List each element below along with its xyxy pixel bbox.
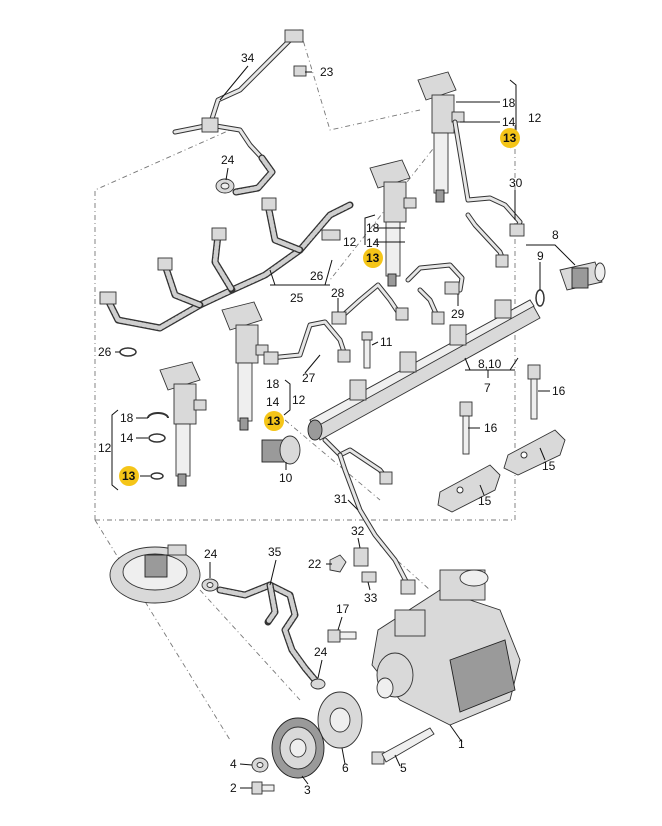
label-23[interactable]: 23 — [320, 65, 334, 79]
label-18-left[interactable]: 18 — [120, 411, 134, 425]
label-1[interactable]: 1 — [458, 737, 465, 751]
label-11[interactable]: 11 — [380, 335, 393, 349]
label-4[interactable]: 4 — [230, 757, 237, 771]
label-10[interactable]: 10 — [279, 471, 293, 485]
label-9[interactable]: 9 — [537, 249, 544, 263]
nut-22[interactable] — [329, 554, 347, 573]
label-16-lower[interactable]: 16 — [484, 421, 498, 435]
assembly-boundary-lines — [94, 29, 516, 741]
bolt-2[interactable] — [251, 781, 275, 795]
pressure-sensor-8[interactable] — [559, 261, 606, 291]
label-31[interactable]: 31 — [334, 492, 348, 506]
label-13-left[interactable]: 13 — [122, 469, 136, 483]
label-12-top-right[interactable]: 12 — [528, 111, 542, 125]
label-30[interactable]: 30 — [509, 176, 523, 190]
label-13-top-right[interactable]: 13 — [503, 131, 517, 145]
label-8[interactable]: 8 — [552, 228, 559, 242]
bolt-17[interactable] — [327, 629, 357, 643]
label-12-middle[interactable]: 12 — [292, 393, 306, 407]
label-18-center[interactable]: 18 — [366, 221, 380, 235]
high-pressure-pump-1[interactable] — [371, 569, 521, 726]
label-25[interactable]: 25 — [290, 291, 304, 305]
injector-pipe-30[interactable] — [452, 119, 525, 268]
clamp-23[interactable] — [293, 65, 307, 77]
label-14-middle[interactable]: 14 — [266, 395, 280, 409]
label-26-lower[interactable]: 26 — [98, 345, 112, 359]
nut-4[interactable] — [251, 757, 269, 773]
label-15-lower[interactable]: 15 — [478, 494, 492, 508]
label-18-middle[interactable]: 18 — [266, 377, 280, 391]
label-34[interactable]: 34 — [241, 51, 255, 65]
label-33[interactable]: 33 — [364, 591, 378, 605]
o-ring-14-left[interactable] — [148, 433, 166, 443]
bolt-16-lower[interactable] — [459, 401, 473, 455]
injector-pipe-28[interactable] — [331, 282, 409, 325]
flange-6[interactable] — [317, 691, 363, 749]
sprocket-3[interactable] — [271, 717, 325, 779]
injector-top-right[interactable] — [417, 71, 465, 203]
fuel-sender-module[interactable] — [109, 544, 201, 604]
bracket-15-right[interactable] — [503, 429, 566, 476]
label-7[interactable]: 7 — [484, 381, 491, 395]
pressure-valve-10[interactable] — [261, 435, 301, 465]
bracket-15-lower[interactable] — [437, 464, 501, 513]
label-28[interactable]: 28 — [331, 286, 345, 300]
seal-13-left[interactable] — [150, 472, 164, 480]
label-8-10[interactable]: 8,10 — [478, 357, 502, 371]
high-pressure-pipe-31[interactable] — [322, 437, 416, 595]
label-15-right[interactable]: 15 — [542, 459, 556, 473]
label-35[interactable]: 35 — [268, 545, 282, 559]
injector-pipe-29[interactable] — [405, 262, 465, 325]
label-29[interactable]: 29 — [451, 307, 465, 321]
union-32[interactable] — [353, 547, 369, 567]
label-24-mid[interactable]: 24 — [204, 547, 218, 561]
injector-pipe-27[interactable] — [263, 319, 351, 365]
label-14-left[interactable]: 14 — [120, 431, 134, 445]
injector-middle-left[interactable] — [221, 301, 269, 431]
label-14-center[interactable]: 14 — [366, 236, 380, 250]
label-3[interactable]: 3 — [304, 783, 311, 797]
label-17[interactable]: 17 — [336, 602, 350, 616]
fuel-hose-35[interactable] — [216, 581, 319, 684]
label-27[interactable]: 27 — [302, 371, 316, 385]
wiring-harness-25[interactable] — [99, 197, 354, 332]
part-number-labels: 34 23 24 18 14 13 12 30 8 9 18 12 14 13 … — [98, 51, 566, 797]
bolt-11[interactable] — [361, 331, 373, 369]
hose-clip-24-top[interactable] — [215, 154, 276, 196]
label-32[interactable]: 32 — [351, 524, 365, 538]
label-2[interactable]: 2 — [230, 781, 237, 795]
bolt-16-upper[interactable] — [527, 364, 541, 420]
label-6[interactable]: 6 — [342, 761, 349, 775]
injector-bottom-left[interactable] — [159, 361, 207, 487]
hose-clip-24-mid[interactable] — [201, 578, 219, 592]
fuel-rail-7[interactable] — [307, 299, 541, 441]
label-5[interactable]: 5 — [400, 761, 407, 775]
seal-ring-9[interactable] — [535, 289, 545, 307]
label-12-center[interactable]: 12 — [343, 235, 357, 249]
label-16-upper[interactable]: 16 — [552, 384, 566, 398]
highlight-markers — [119, 128, 520, 486]
label-26-upper[interactable]: 26 — [310, 269, 324, 283]
fuel-line-34[interactable] — [172, 29, 304, 161]
circlip-18-left[interactable] — [147, 412, 169, 419]
injector-center[interactable] — [369, 159, 417, 287]
label-13-middle[interactable]: 13 — [267, 414, 281, 428]
label-24-bottom[interactable]: 24 — [314, 645, 328, 659]
hose-clip-24-bottom[interactable] — [310, 678, 326, 690]
label-22[interactable]: 22 — [308, 557, 322, 571]
o-ring-26[interactable] — [119, 347, 137, 357]
label-18-top-right[interactable]: 18 — [502, 96, 516, 110]
label-13-center[interactable]: 13 — [366, 251, 380, 265]
bolt-33[interactable] — [361, 571, 377, 583]
bolt-5[interactable] — [371, 727, 435, 765]
label-24-top[interactable]: 24 — [221, 153, 235, 167]
label-12-left[interactable]: 12 — [98, 441, 112, 455]
label-14-top-right[interactable]: 14 — [502, 115, 516, 129]
